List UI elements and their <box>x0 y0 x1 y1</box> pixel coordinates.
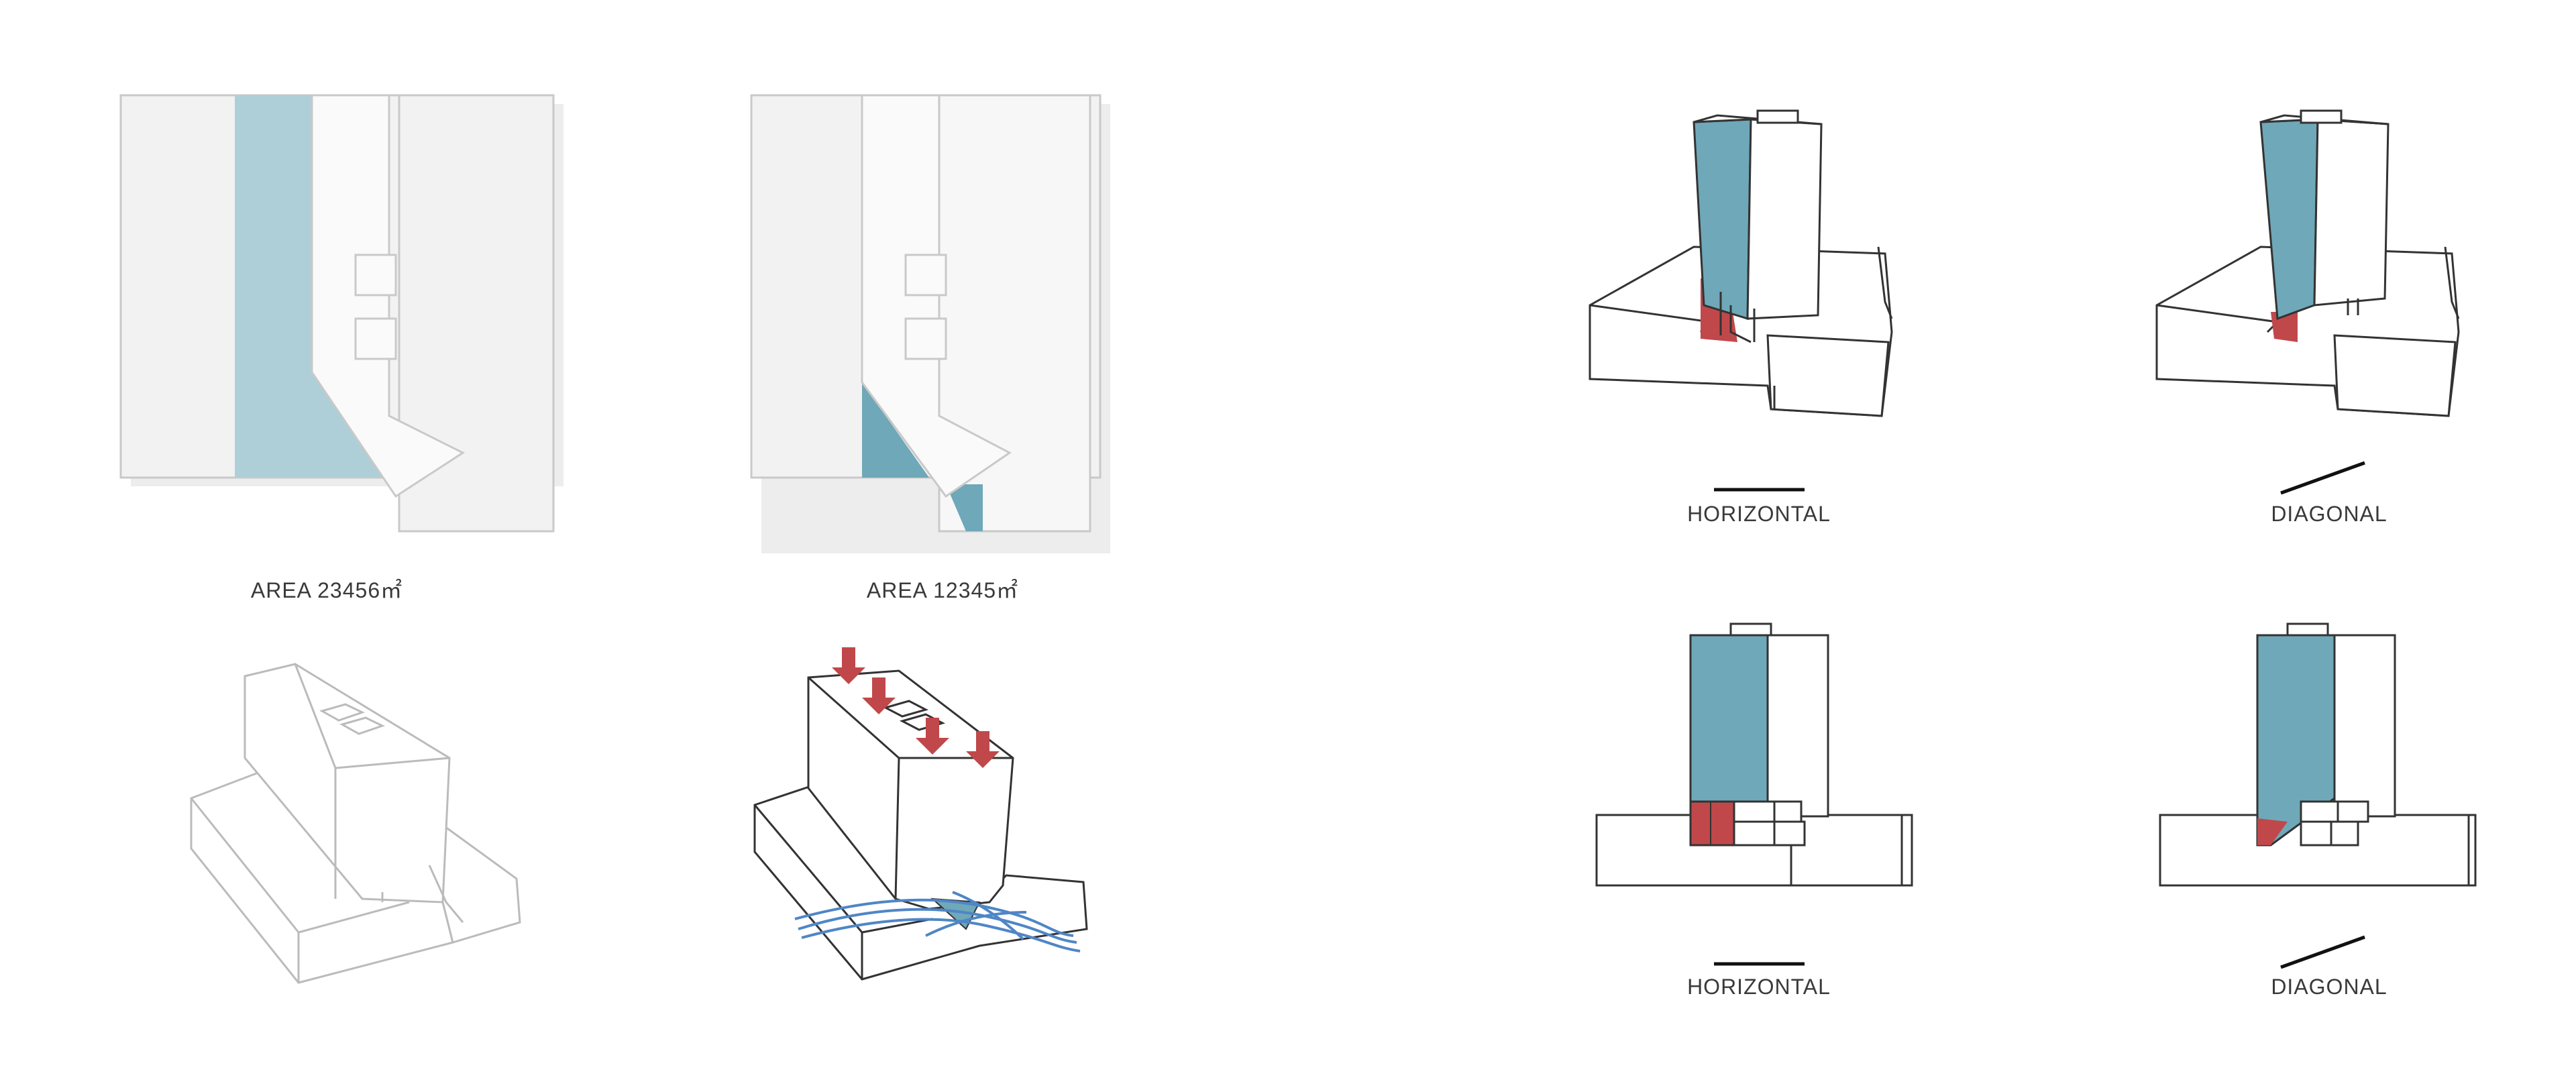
label-diagonal-bottom: DIAGONAL <box>2271 975 2387 999</box>
down-arrow-icon <box>832 647 1000 768</box>
axonometric-light <box>190 663 521 984</box>
label-diagonal-top: DIAGONAL <box>2271 502 2387 526</box>
area-label-small: AREA 12345㎡ <box>866 578 1019 602</box>
massing-horizontal-3d <box>1589 109 1893 417</box>
plan-area-large <box>119 94 564 533</box>
massing-diagonal-3d <box>2155 109 2460 417</box>
diagonal-line-icon <box>2280 935 2365 969</box>
diagonal-line-icon <box>2280 461 2365 495</box>
axonometric-wind-diagram <box>753 647 1088 981</box>
elevation-horizontal <box>1595 622 1913 887</box>
elevation-diagonal <box>2159 622 2477 887</box>
label-horizontal-top: HORIZONTAL <box>1687 502 1831 526</box>
plan-area-small <box>750 94 1110 553</box>
area-label-large: AREA 23456㎡ <box>250 578 403 602</box>
label-horizontal-bottom: HORIZONTAL <box>1687 975 1831 999</box>
wind-flow-icon <box>794 891 1081 952</box>
